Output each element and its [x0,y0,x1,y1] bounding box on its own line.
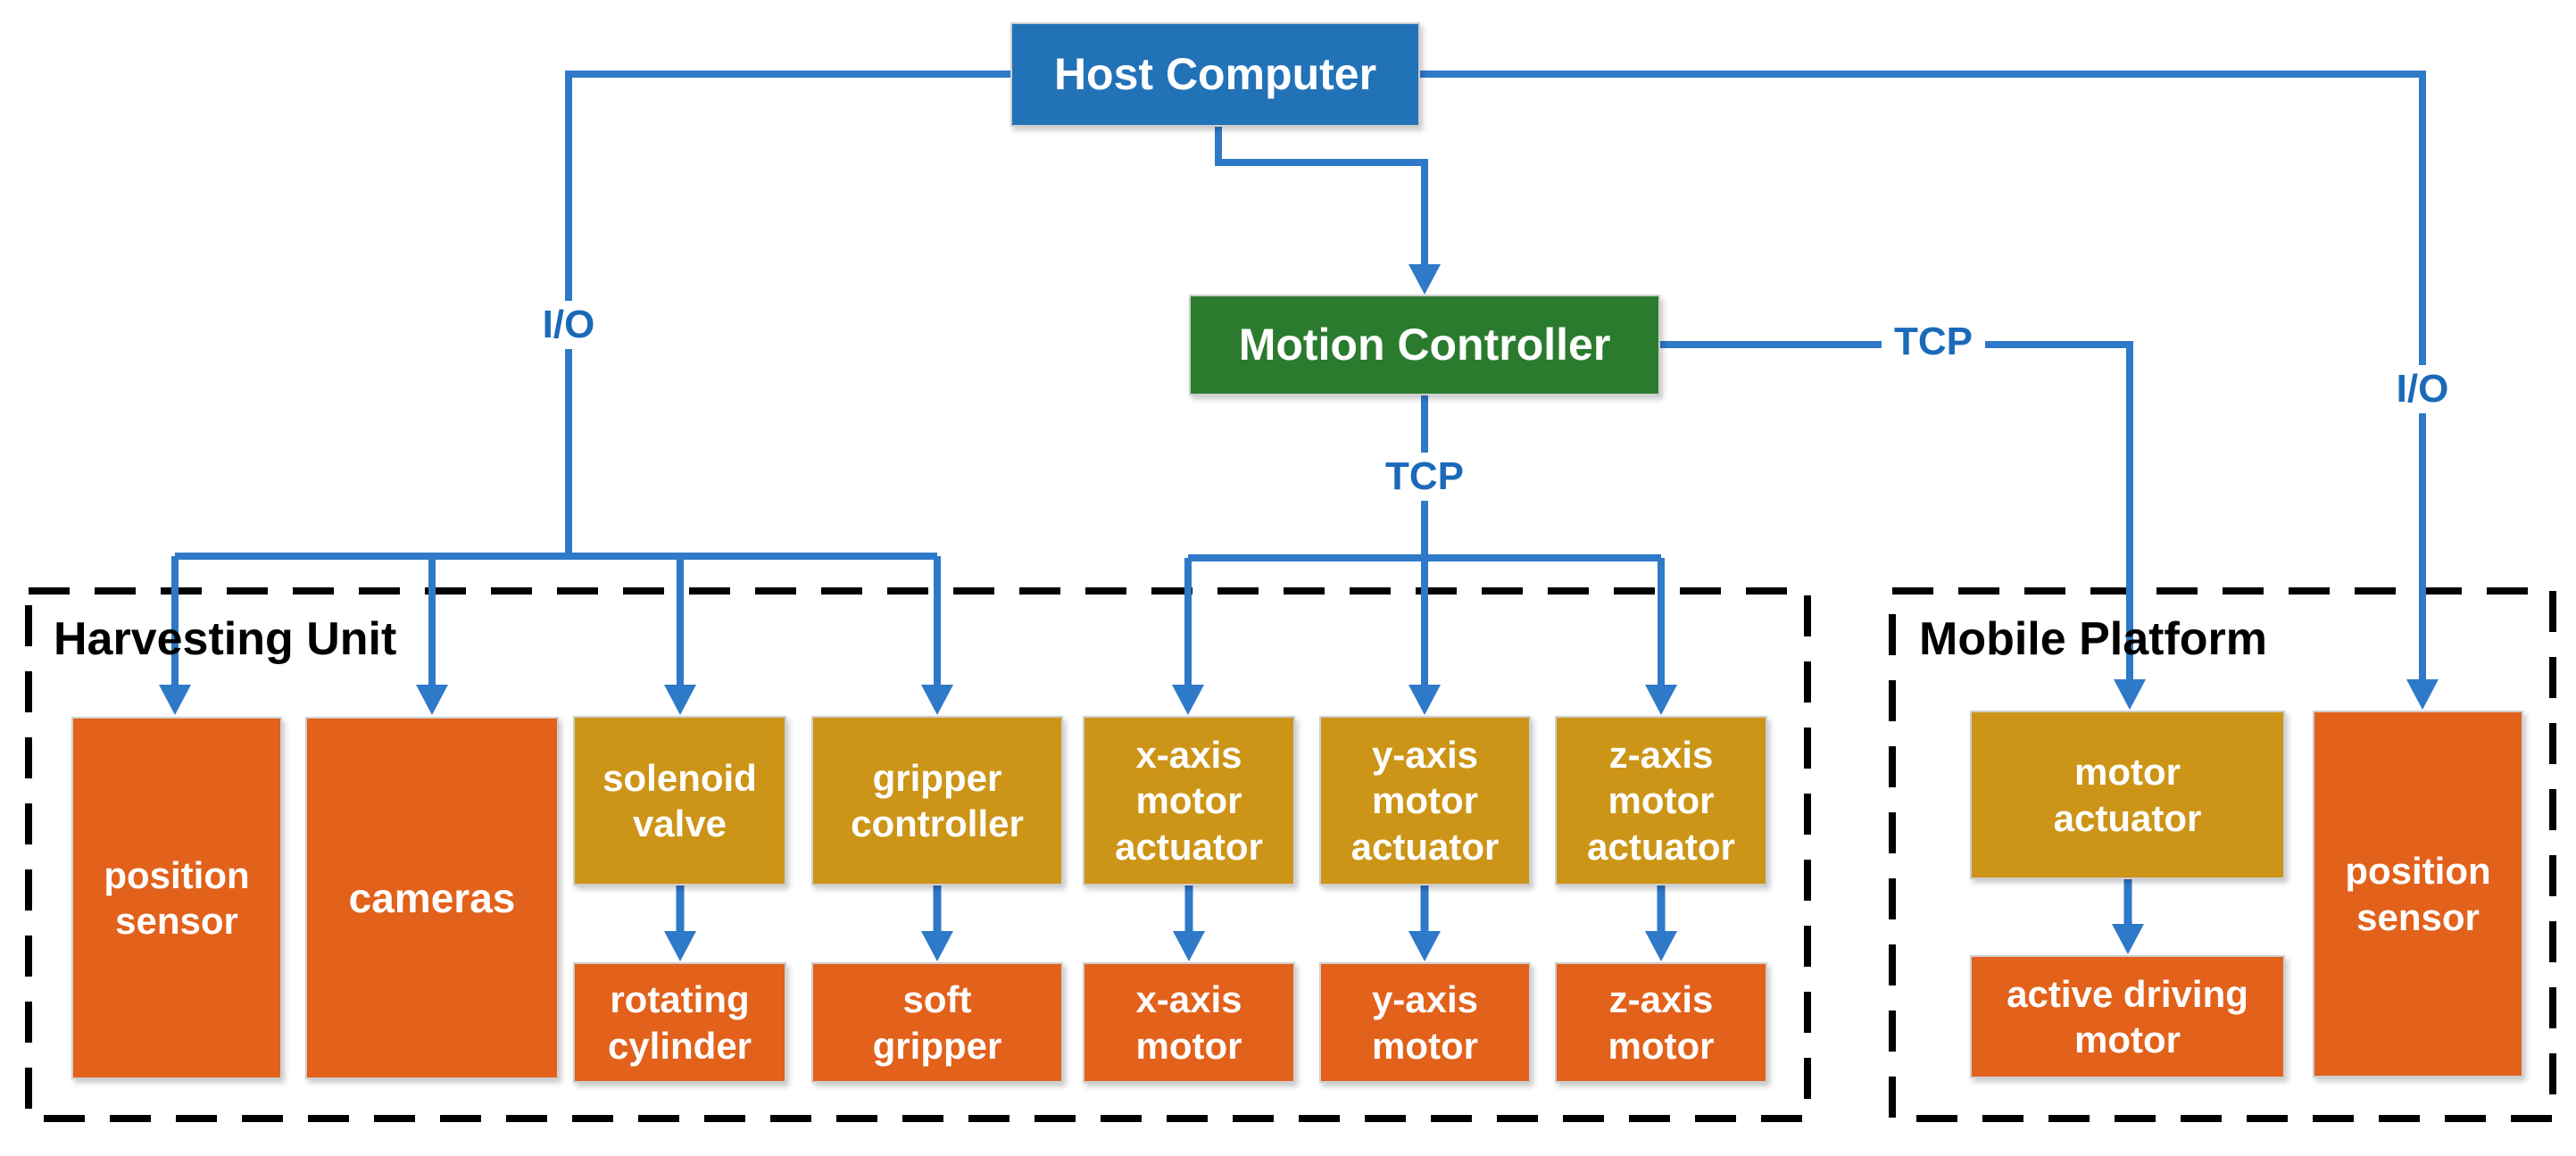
edge-motion-tcp-down [1172,395,1677,715]
y-axis-motor-label: y-axis motor [1371,978,1479,1067]
edge-motion-tcp-right [1660,341,2146,710]
soft-gripper-node: soft gripper [811,962,1063,1083]
y-axis-motor-actuator-node: y-axis motor actuator [1319,716,1531,886]
host-computer-label: Host Computer [1053,49,1377,99]
motion-controller-label: Motion Controller [1238,320,1611,370]
z-axis-motor-actuator-label: z-axis motor actuator [1587,734,1735,868]
harvesting-position-sensor-label: position sensor [104,853,250,942]
motion-controller-node: Motion Controller [1189,295,1660,395]
rotating-cylinder-node: rotating cylinder [573,962,786,1083]
mobile-platform-border [1889,587,2556,1122]
tcp-center-edge-label: TCP [1373,453,1476,501]
edge-host-to-motion [1215,127,1441,295]
gripper-controller-node: gripper controller [811,716,1063,886]
rotating-cylinder-label: rotating cylinder [607,978,752,1067]
y-axis-motor-actuator-label: y-axis motor actuator [1350,734,1500,868]
tcp-right-edge-label: TCP [1882,318,1985,366]
edge-actuator-arrows [664,879,2144,961]
y-axis-motor-node: y-axis motor [1319,962,1531,1083]
cameras-label: cameras [348,874,516,921]
soft-gripper-label: soft gripper [872,978,1002,1067]
cameras-node: cameras [305,717,559,1079]
z-axis-motor-actuator-node: z-axis motor actuator [1555,716,1767,886]
solenoid-valve-label: solenoid valve [602,756,757,844]
mobile-position-sensor-label: position sensor [2345,850,2491,938]
mobile-motor-actuator-node: motor actuator [1970,711,2285,879]
active-driving-motor-label: active driving motor [2007,972,2248,1060]
edge-host-io-left [159,71,1010,715]
x-axis-motor-label: x-axis motor [1135,978,1242,1067]
harvesting-unit-title: Harvesting Unit [54,613,397,665]
z-axis-motor-label: z-axis motor [1608,978,1715,1067]
harvesting-position-sensor-node: position sensor [71,717,282,1079]
solenoid-valve-node: solenoid valve [573,716,786,886]
z-axis-motor-node: z-axis motor [1555,962,1767,1083]
edge-host-io-right [1420,71,2439,710]
harvesting-unit-border [25,587,1811,1122]
io-left-edge-label: I/O [529,301,608,349]
mobile-platform-title: Mobile Platform [1919,613,2268,665]
gripper-controller-label: gripper controller [851,756,1024,844]
host-computer-node: Host Computer [1010,22,1420,127]
x-axis-motor-node: x-axis motor [1083,962,1295,1083]
mobile-motor-actuator-label: motor actuator [2053,751,2202,839]
mobile-position-sensor-node: position sensor [2313,711,2523,1077]
active-driving-motor-node: active driving motor [1970,955,2285,1078]
x-axis-motor-actuator-label: x-axis motor actuator [1115,734,1263,868]
x-axis-motor-actuator-node: x-axis motor actuator [1083,716,1295,886]
io-right-edge-label: I/O [2383,365,2462,413]
